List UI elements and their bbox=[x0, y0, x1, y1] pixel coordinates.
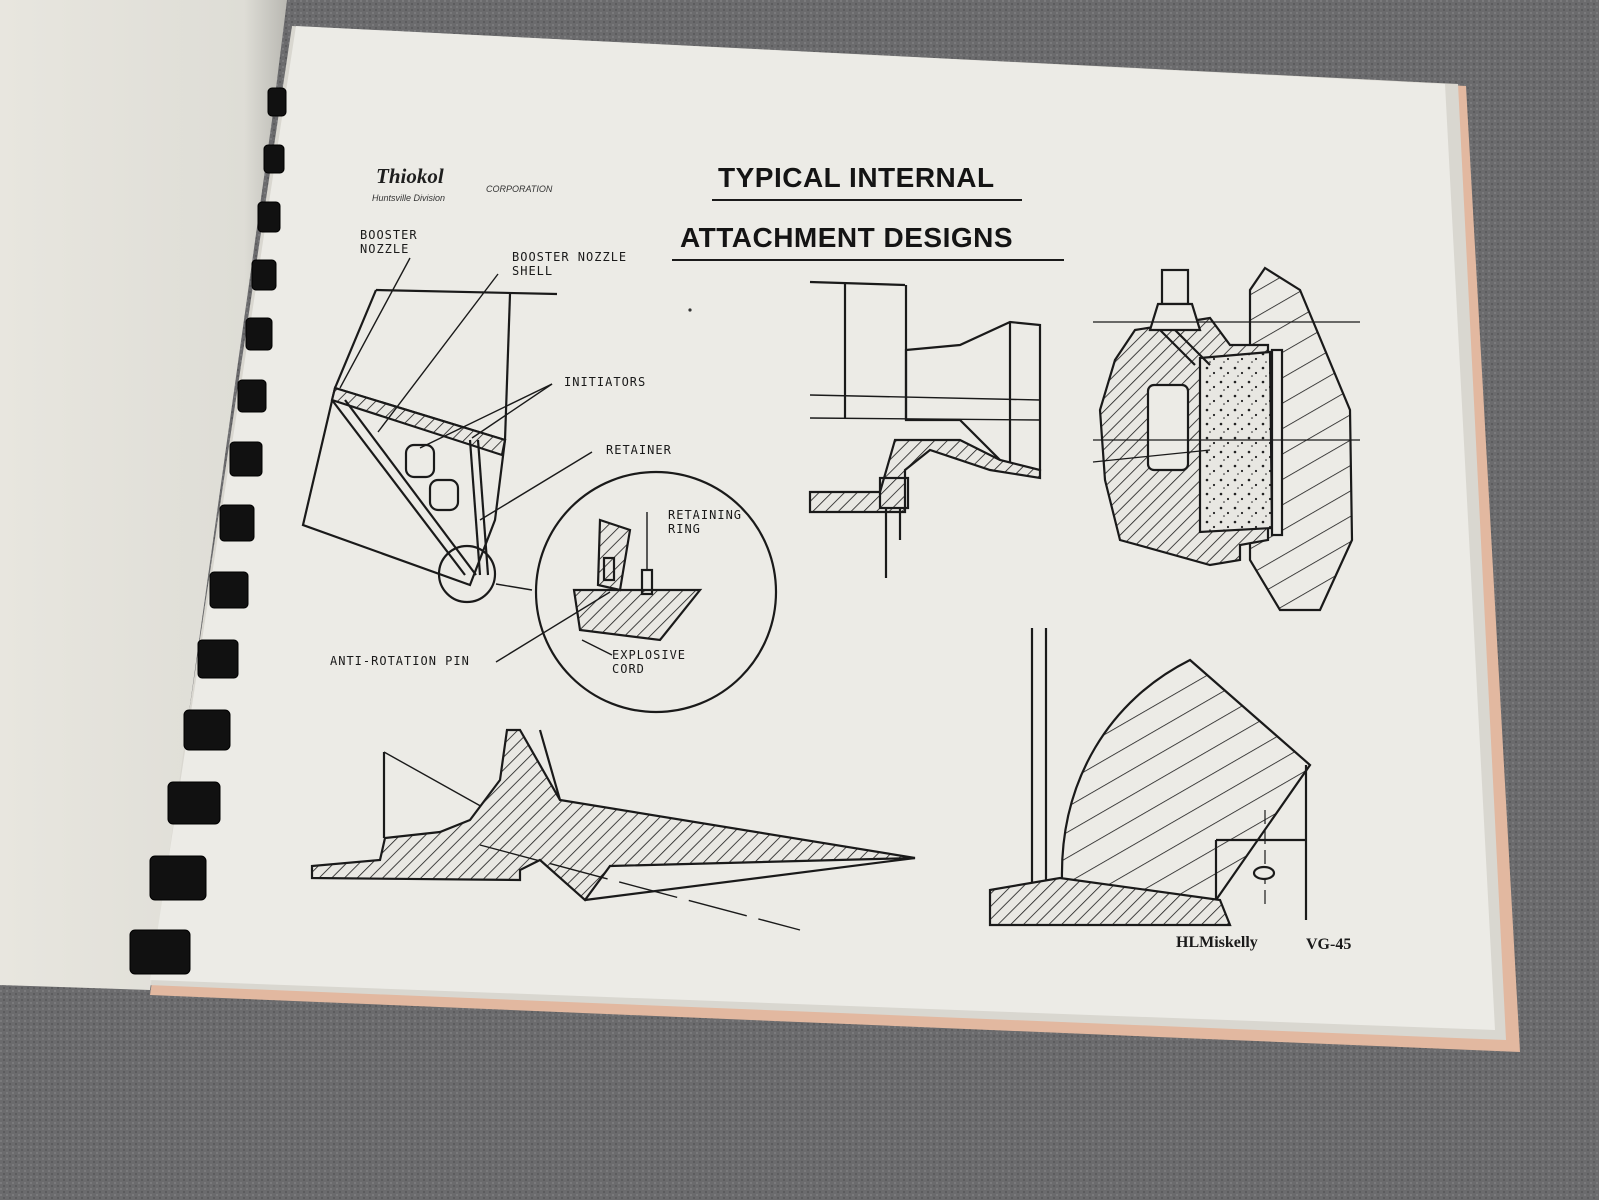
spiral-binding bbox=[129, 87, 287, 975]
diagram-bolted-joint bbox=[808, 280, 1042, 578]
label-retainer: RETAINER bbox=[606, 443, 672, 457]
left-page bbox=[0, 0, 287, 990]
diagram-flange-section bbox=[988, 628, 1312, 927]
label-explosive-cord: EXPLOSIVE CORD bbox=[612, 648, 687, 676]
label-retaining-ring: RETAINING RING bbox=[668, 508, 743, 536]
diagram-booster-nozzle bbox=[301, 257, 593, 604]
label-booster-nozzle-shell: BOOSTER NOZZLE SHELL bbox=[512, 250, 628, 278]
company-logo-name: Thiokol bbox=[376, 164, 444, 188]
diagram-wedge-attachment bbox=[310, 728, 916, 931]
page-title-line-1: TYPICAL INTERNAL bbox=[718, 162, 995, 193]
title-underline-1 bbox=[712, 199, 1022, 201]
label-anti-rotation-pin: ANTI-ROTATION PIN bbox=[330, 654, 470, 668]
diagram-detail-circle bbox=[495, 470, 778, 714]
diagram-sealed-joint bbox=[1092, 266, 1360, 612]
page-speck bbox=[688, 308, 692, 312]
page-title-line-2: ATTACHMENT DESIGNS bbox=[680, 222, 1014, 253]
label-booster-nozzle: BOOSTER NOZZLE bbox=[360, 228, 418, 256]
company-division: Huntsville Division bbox=[372, 193, 446, 203]
label-initiators: INITIATORS bbox=[564, 375, 647, 389]
footer-page-id: VG-45 bbox=[1306, 936, 1352, 953]
title-underline-2 bbox=[672, 259, 1064, 261]
footer-author: HLMiskelly bbox=[1176, 934, 1258, 951]
company-logo-suffix: CORPORATION bbox=[486, 184, 553, 194]
